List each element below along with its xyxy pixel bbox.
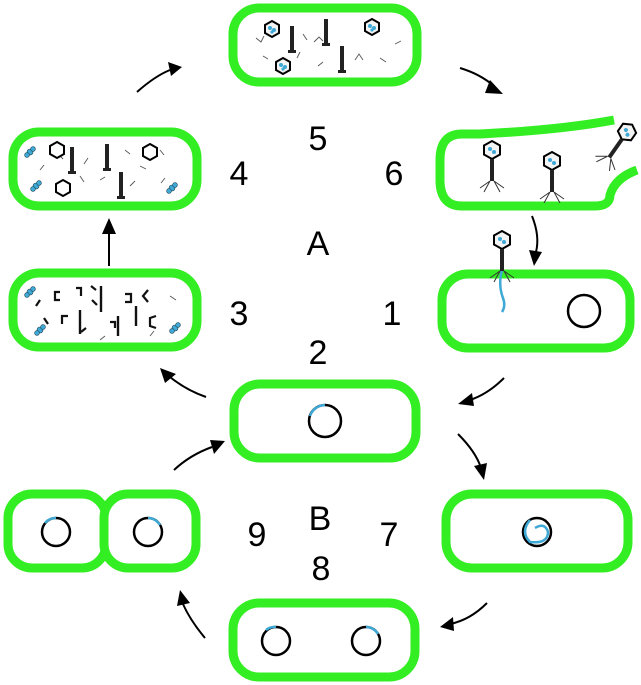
stage-label-9: 9: [248, 516, 267, 554]
cell-stage-9-dividing: [3, 489, 201, 573]
stage-label-4: 4: [230, 155, 249, 193]
cycle-label-b: B: [309, 500, 332, 538]
cell-stage-6-lysis: [435, 115, 641, 211]
stage-label-2: 2: [309, 334, 328, 372]
cell-stage-1: [437, 230, 635, 353]
bacterial-chromosome: [566, 293, 602, 329]
cycle-label-a: A: [307, 225, 330, 263]
stage-label-8: 8: [312, 550, 331, 588]
cell-stage-8: [228, 598, 420, 682]
stage-label-7: 7: [380, 516, 399, 554]
stage-label-5: 5: [309, 120, 328, 158]
cell-stage-3: [8, 268, 202, 352]
capsid-head-icon: [264, 20, 280, 38]
cell-stage-5: [228, 3, 422, 87]
stage-label-3: 3: [230, 295, 249, 333]
cell-stage-7: [441, 489, 633, 573]
stage-label-1: 1: [383, 295, 402, 333]
stage-labels: 5 4 6 A 3 1 2 B 9 7 8: [230, 120, 404, 588]
stage-label-6: 6: [385, 155, 404, 193]
capsid-head-icon: [275, 57, 291, 75]
capsid-head-icon: [364, 18, 380, 36]
cell-stage-4: [8, 127, 202, 211]
cycle-arrows: [102, 62, 542, 639]
cell-stage-2: [229, 379, 421, 463]
